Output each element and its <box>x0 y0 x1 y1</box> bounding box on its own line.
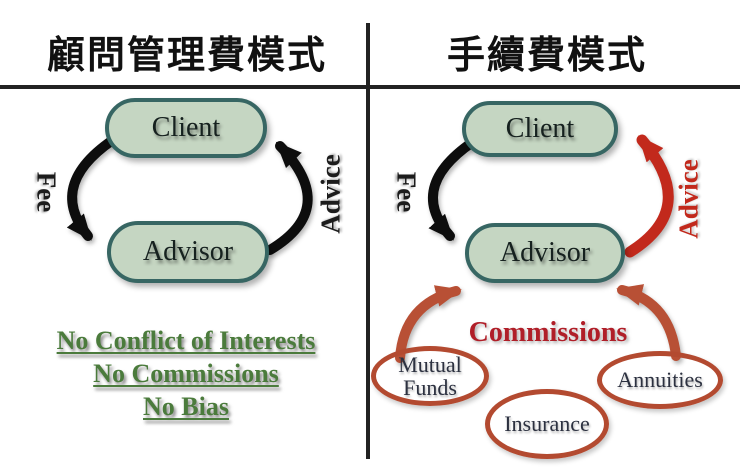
right-advisor-label: Advisor <box>499 237 591 268</box>
commission-arrow-from-annuities <box>616 284 681 361</box>
horizontal-divider <box>0 85 740 89</box>
left-advisor-node: Advisor <box>107 221 269 283</box>
advice-arrow-left <box>265 141 313 255</box>
left-client-label: Client <box>151 112 221 143</box>
mutual-funds-label: Mutual Funds <box>398 351 462 400</box>
left-advice-label: Advice <box>315 154 346 234</box>
commissions-label: Commissions <box>468 317 628 348</box>
vertical-divider <box>366 23 370 459</box>
fee-arrow-right <box>428 131 487 241</box>
benefit-no-bias: No Bias <box>143 392 229 421</box>
annuities-label: Annuities <box>617 367 703 393</box>
left-advisor-label: Advisor <box>142 236 234 267</box>
insurance-label: Insurance <box>504 411 590 437</box>
benefits-list: No Conflict of Interests No Commissions … <box>10 324 362 423</box>
right-client-label: Client <box>505 113 575 144</box>
fee-arrow-left <box>66 129 127 241</box>
left-fee-label: Fee <box>31 171 62 213</box>
mutual-funds-ellipse: Mutual Funds <box>371 346 489 406</box>
right-panel-title: 手續費模式 <box>446 35 647 77</box>
right-advice-label: Advice <box>673 159 704 239</box>
right-fee-label: Fee <box>391 171 422 213</box>
right-advisor-node: Advisor <box>465 223 625 283</box>
advice-arrow-right <box>624 134 674 258</box>
insurance-ellipse: Insurance <box>485 389 609 459</box>
annuities-ellipse: Annuities <box>597 351 723 409</box>
left-panel-title: 顧問管理費模式 <box>46 35 327 77</box>
right-client-node: Client <box>462 101 618 157</box>
commission-arrow-from-mutual-funds <box>395 285 462 363</box>
benefit-no-conflict: No Conflict of Interests <box>56 326 316 355</box>
left-client-node: Client <box>105 98 267 158</box>
benefit-no-commissions: No Commissions <box>93 359 279 388</box>
